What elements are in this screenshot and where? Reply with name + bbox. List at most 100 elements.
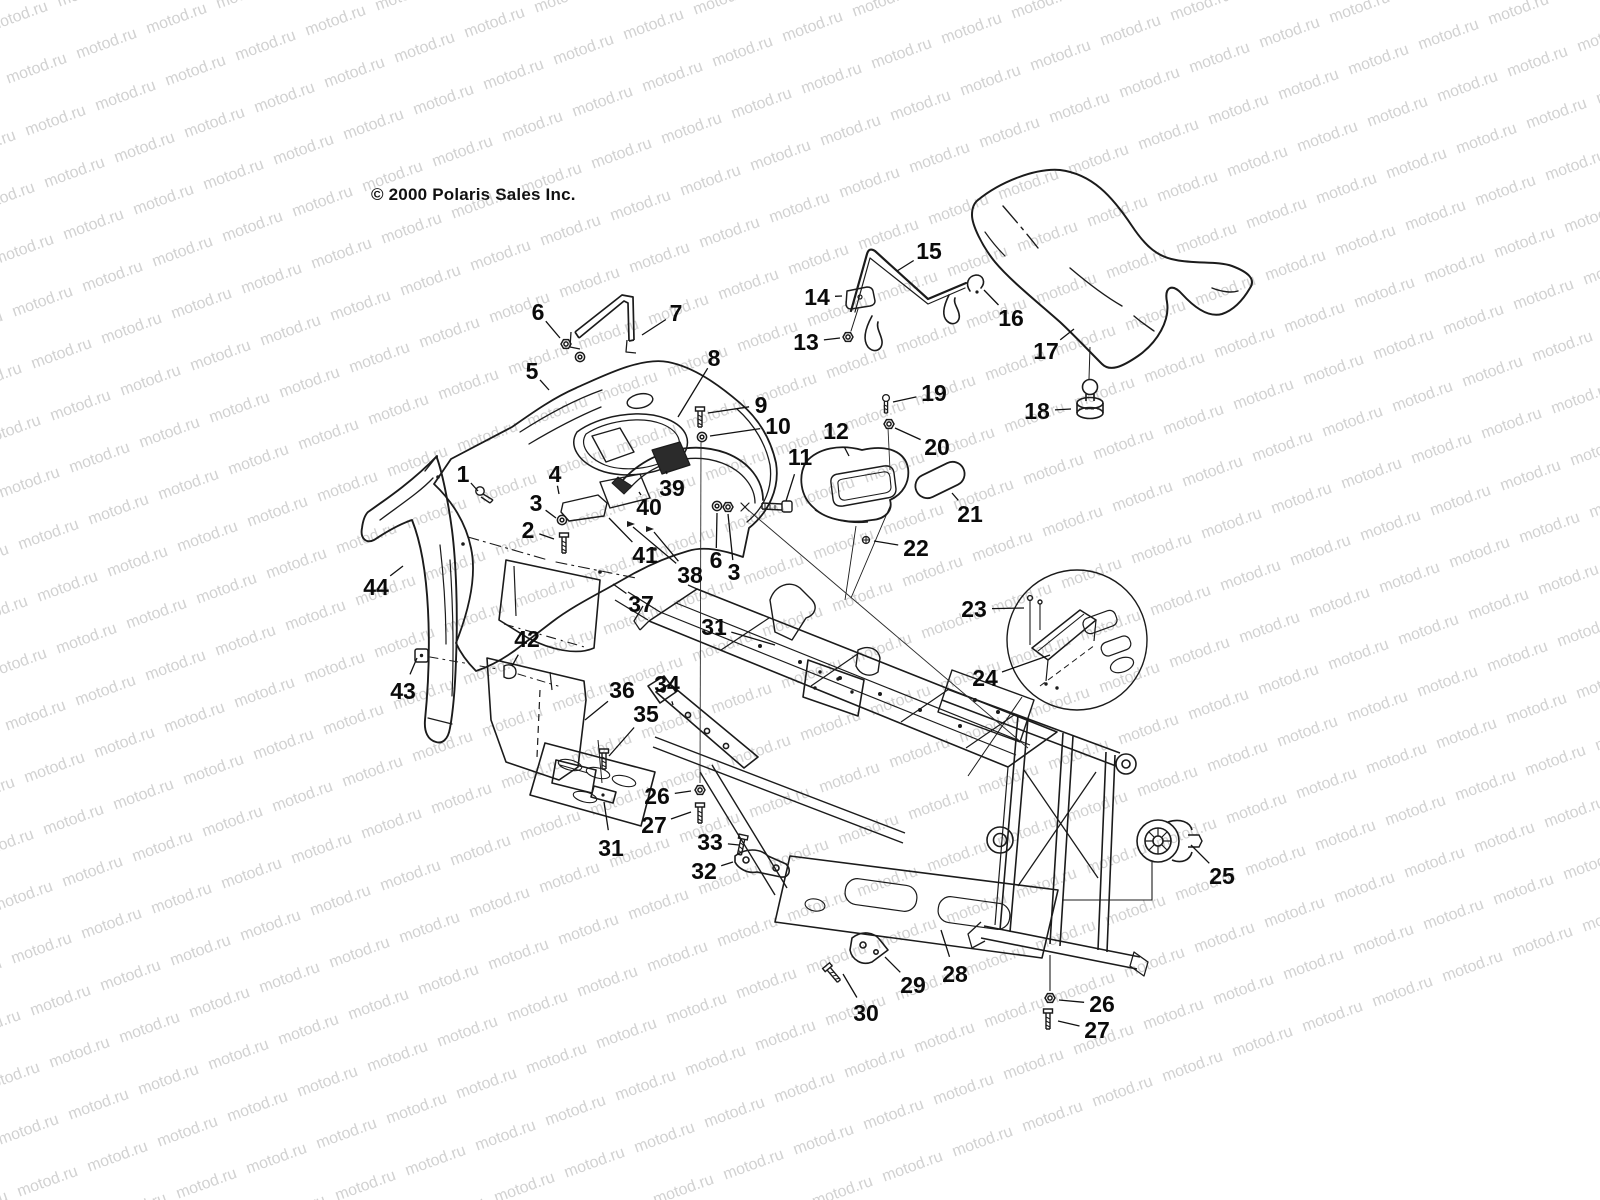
callout-label-6: 6: [710, 547, 723, 573]
callout-leader-41: [608, 517, 633, 543]
upper-rack-frame: [614, 583, 1058, 768]
fasteners: [475, 393, 1056, 1030]
callout-leader-21: [951, 492, 959, 501]
callout-label-16: 16: [998, 305, 1024, 331]
taillight-assembly: [800, 446, 966, 601]
callout-label-15: 15: [916, 238, 942, 264]
callout-label-22: 22: [903, 535, 929, 561]
callout-leader-25: [1190, 844, 1210, 864]
side-panel: [498, 559, 601, 653]
callout-label-9: 9: [755, 392, 768, 418]
callout-label-18: 18: [1024, 398, 1050, 424]
callout-label-28: 28: [942, 961, 968, 987]
callout-label-29: 29: [900, 972, 926, 998]
grab-strap: [560, 294, 637, 363]
callout-leader-30: [842, 973, 858, 998]
callout-label-36: 36: [609, 677, 635, 703]
assembly-axis-lines: [699, 427, 1029, 784]
callout-leader-6: [715, 512, 718, 549]
callout-leader-19: [892, 396, 917, 403]
callout-label-38: 38: [677, 562, 703, 588]
splash-flap: [486, 657, 617, 804]
callout-label-31: 31: [598, 835, 624, 861]
callout-leader-37: [612, 583, 627, 595]
callout-label-33: 33: [697, 829, 723, 855]
callout-leader-34: [671, 701, 674, 706]
callout-leader-16: [983, 289, 999, 306]
callout-label-4: 4: [549, 461, 562, 487]
callout-label-3: 3: [728, 559, 741, 585]
callout-label-31: 31: [701, 614, 727, 640]
seat-part: [971, 168, 1253, 369]
callout-leader-1: [470, 482, 479, 492]
callout-label-30: 30: [853, 1000, 879, 1026]
callout-label-37: 37: [628, 591, 654, 617]
callout-label-20: 20: [924, 434, 950, 460]
callout-label-8: 8: [708, 345, 721, 371]
callout-label-34: 34: [654, 671, 680, 697]
callout-leader-7: [641, 318, 667, 336]
callout-label-11: 11: [788, 444, 813, 470]
callout-label-26: 26: [644, 783, 670, 809]
callout-label-42: 42: [514, 626, 540, 652]
bracket-40: [599, 473, 651, 509]
callout-label-5: 5: [526, 358, 539, 384]
seat-latch-rod: [841, 248, 985, 352]
callout-leader-9: [707, 406, 750, 414]
callout-leader-42: [511, 654, 519, 667]
callout-leader-29: [884, 956, 901, 973]
callout-leader-23: [991, 607, 1025, 610]
callout-leader-33: [727, 843, 740, 846]
callout-label-2: 2: [522, 517, 535, 543]
slot-cover-39: [651, 441, 691, 475]
callout-leader-6: [545, 320, 561, 339]
callout-leader-31: [603, 801, 609, 831]
callout-leader-38: [653, 531, 679, 562]
callout-label-25: 25: [1209, 863, 1235, 889]
callout-leader-22: [873, 540, 899, 546]
callout-leader-28: [940, 929, 951, 957]
callout-leader-11: [785, 474, 796, 502]
callout-leader-15: [896, 259, 915, 272]
callout-leader-18: [1054, 408, 1072, 411]
rear-bumper: [360, 455, 559, 744]
rubber-bushing: [1049, 819, 1203, 991]
strap-bracket-41: [560, 494, 608, 522]
callout-label-24: 24: [972, 665, 998, 691]
callout-label-10: 10: [765, 413, 791, 439]
seat-bumper: [1076, 346, 1104, 420]
callout-label-35: 35: [633, 701, 659, 727]
callout-leader-5: [539, 379, 550, 391]
callout-leader-20: [894, 427, 921, 441]
callout-label-23: 23: [961, 596, 987, 622]
callout-leader-26: [674, 790, 692, 795]
copyright-text: © 2000 Polaris Sales Inc.: [371, 185, 576, 204]
detail-circle: [967, 569, 1148, 777]
callout-label-1: 1: [457, 461, 470, 487]
callout-leader-38: [632, 526, 677, 564]
rear-cab-fender: [433, 360, 778, 672]
callout-label-17: 17: [1033, 338, 1059, 364]
callout-leader-32: [721, 861, 734, 867]
callout-leader-3: [545, 509, 557, 519]
callout-leader-12: [843, 446, 850, 457]
callout-label-26: 26: [1089, 991, 1115, 1017]
callout-label-41: 41: [632, 542, 658, 568]
callout-label-14: 14: [804, 284, 830, 310]
callout-label-43: 43: [390, 678, 416, 704]
callout-leader-2: [539, 533, 555, 540]
callout-label-39: 39: [659, 475, 685, 501]
callout-label-3: 3: [530, 490, 543, 516]
callout-label-7: 7: [670, 300, 683, 326]
callout-leader-27: [1057, 1020, 1080, 1027]
callout-leader-24: [1001, 654, 1051, 673]
taillight-lens: [914, 460, 966, 500]
callout-leader-36: [584, 700, 609, 721]
bolt-horizontal-11: [761, 500, 793, 513]
callout-label-19: 19: [921, 380, 947, 406]
callout-leader-8: [677, 367, 709, 418]
lower-frame: [529, 659, 1059, 965]
callout-label-32: 32: [691, 858, 717, 884]
